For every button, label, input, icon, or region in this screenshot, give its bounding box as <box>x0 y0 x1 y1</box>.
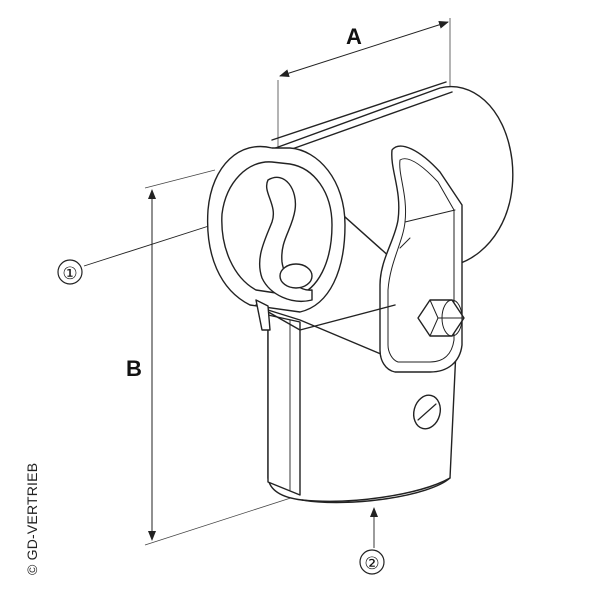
callout-2 <box>359 507 385 575</box>
dimension-label-b: B <box>126 356 142 381</box>
ring-inner-tongue <box>258 176 313 302</box>
tube-slot-hole <box>412 394 442 430</box>
dimension-label-a: A <box>346 24 362 49</box>
callout-2-circle <box>359 549 385 575</box>
extension-line-b-top <box>144 169 216 189</box>
dimension-line-a <box>279 20 449 78</box>
clamp-plate-fold <box>399 209 456 249</box>
side-clamp-inner <box>387 158 455 363</box>
ring-tube-seam <box>255 304 396 331</box>
bolt-hex-head <box>417 299 465 337</box>
callout-1-circle <box>57 259 83 285</box>
copyright-notice: © GD-VERTRIEB <box>24 462 40 575</box>
callout-2-number: ② <box>364 554 379 573</box>
tee-clamp-part <box>206 81 514 504</box>
extension-line-b-bottom <box>144 494 301 546</box>
vertical-flange-strip <box>267 314 301 496</box>
dimension-b: B <box>126 169 301 546</box>
inner-pin-end <box>279 263 313 289</box>
sleeve-seam <box>271 81 453 155</box>
ring-lower-tab <box>255 299 271 331</box>
callout-1-number: ① <box>62 264 77 283</box>
tube-bottom-rim <box>301 477 451 504</box>
